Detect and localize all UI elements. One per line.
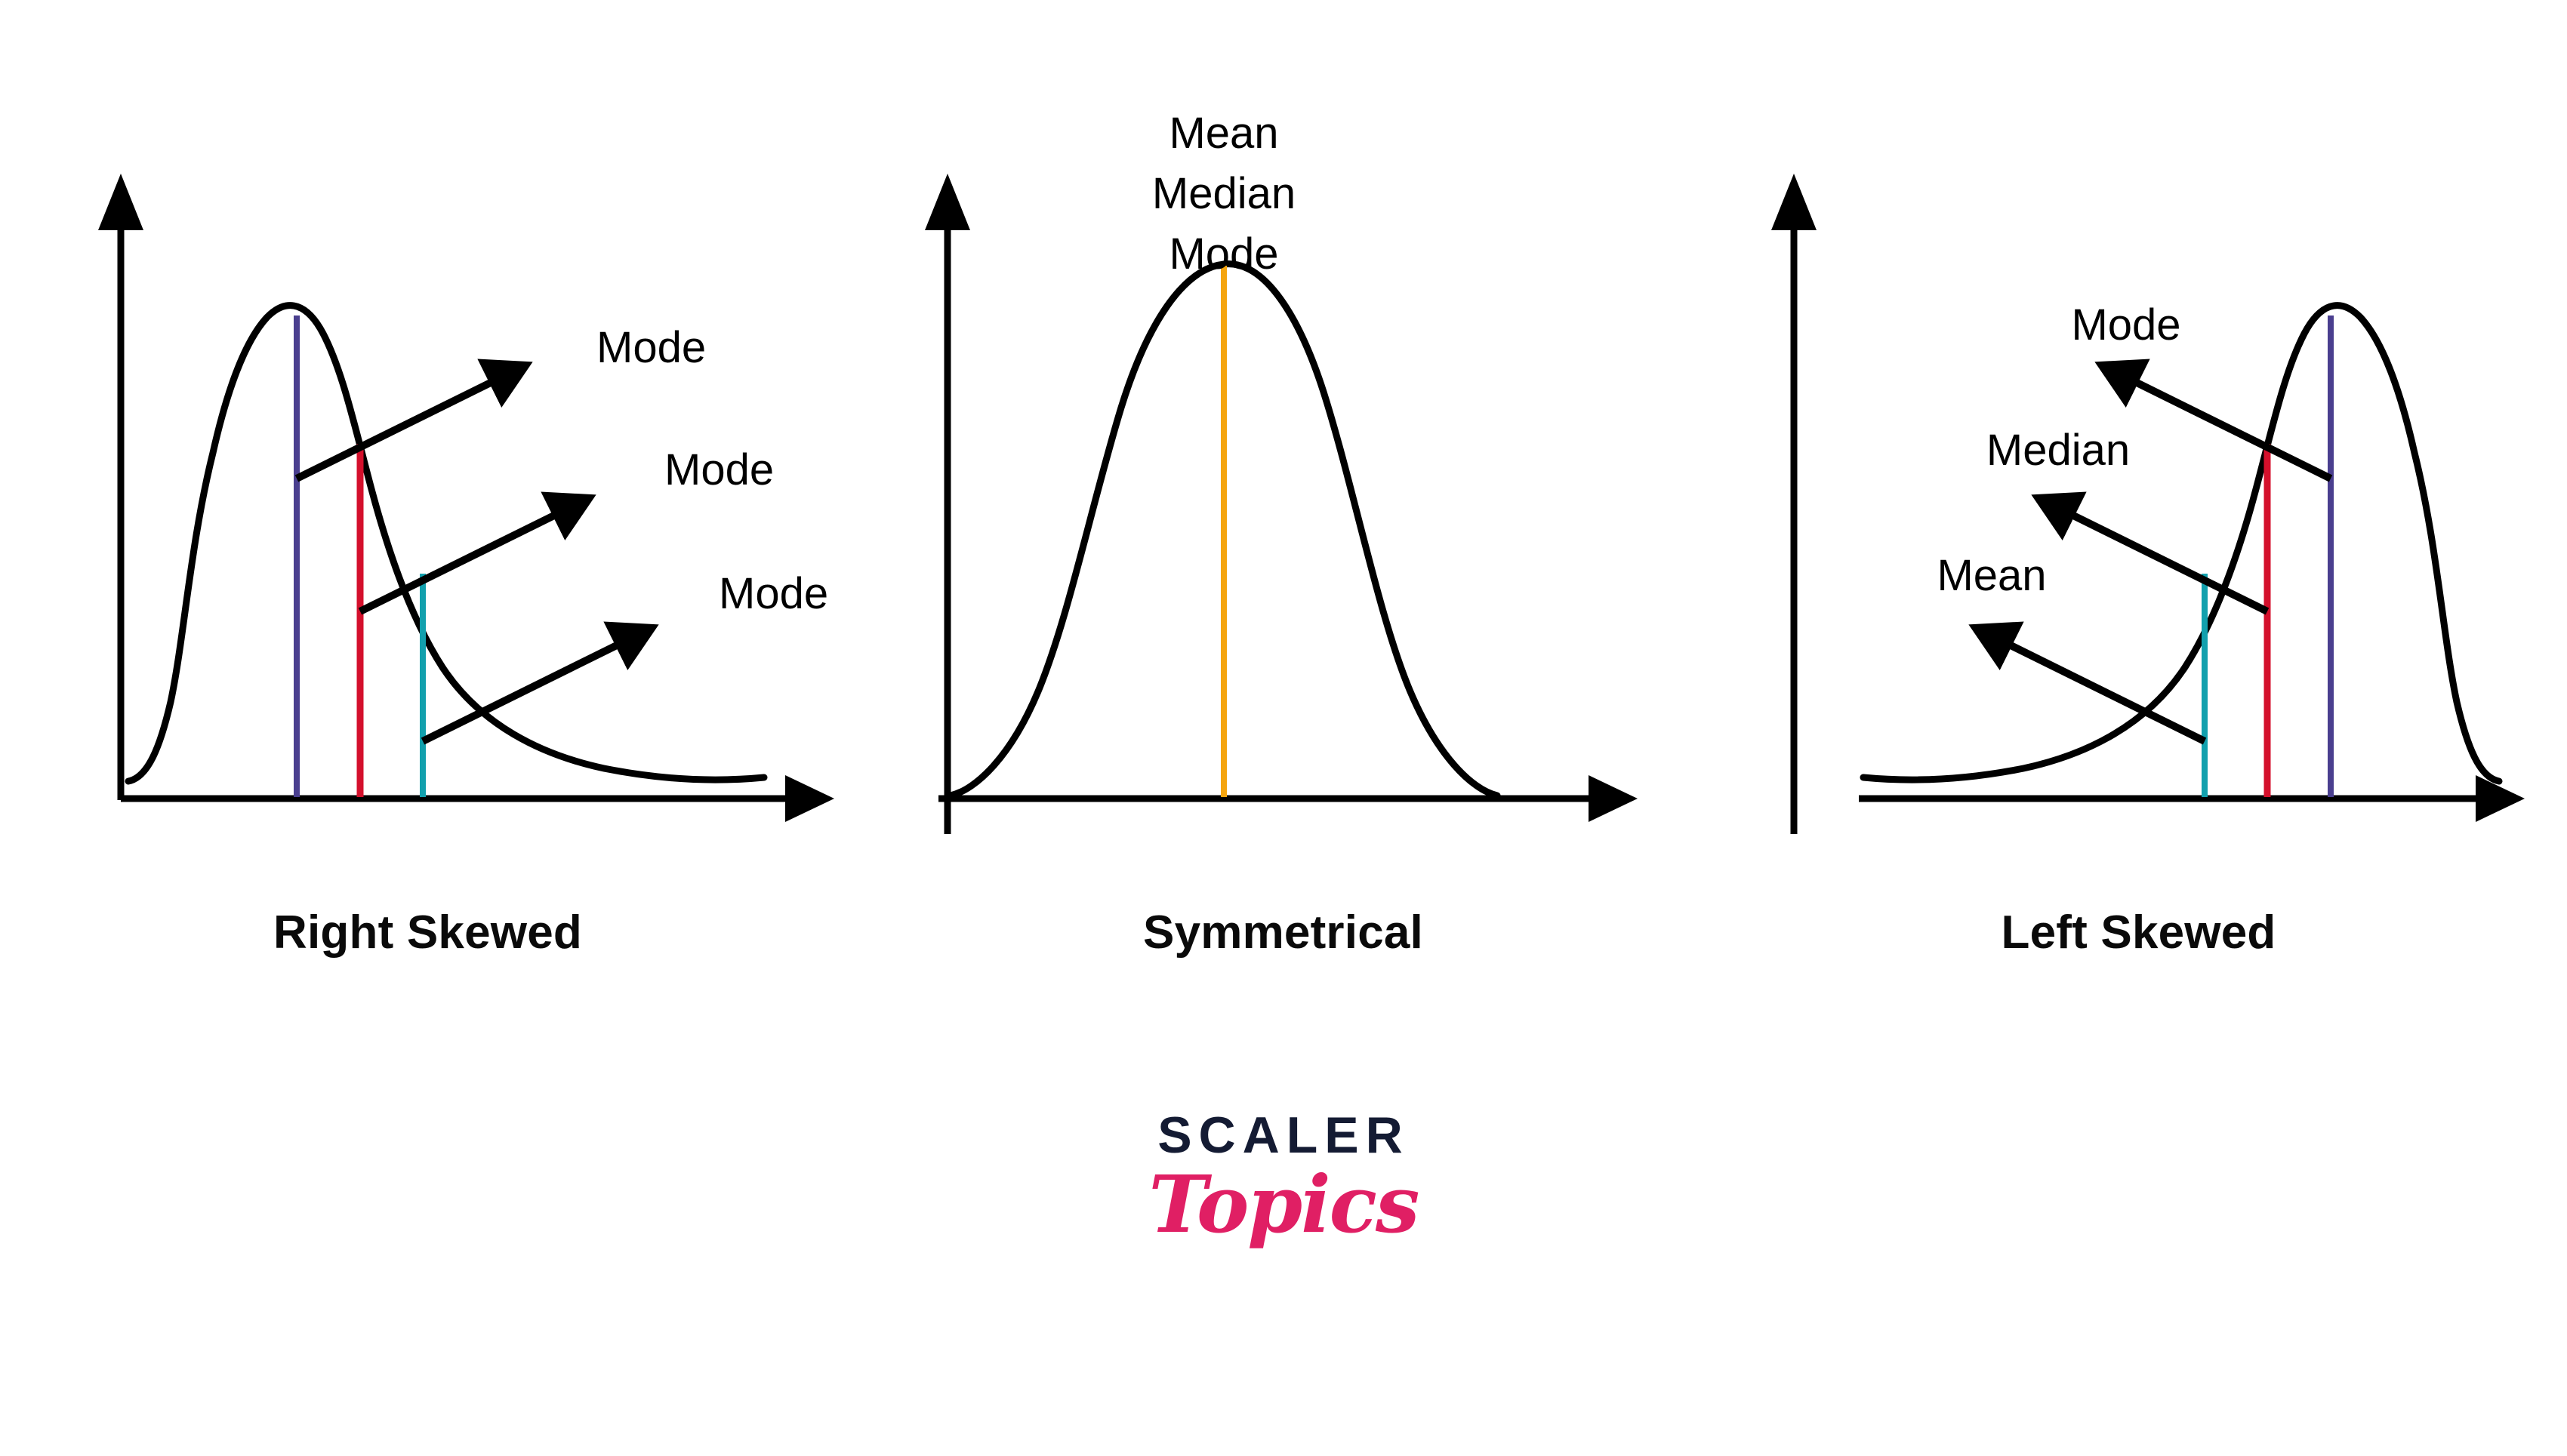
callout-arrow-mean [1968,621,2207,745]
callout-arrow-1 [294,359,533,482]
y-axis-arrowhead [925,174,970,230]
logo-wordmark-scaler: SCALER [1157,1107,1410,1164]
panels-row: Mode Mode Mode Right Skewed [0,0,2566,1027]
logo-wordmark-topics: Topics [1148,1158,1420,1251]
callout-label-mode: Mode [1169,229,1278,279]
callout-arrow-3 [421,621,659,745]
callout-label-median: Median [1986,426,2130,475]
x-axis [1859,775,2525,822]
distribution-curve [947,260,1501,799]
y-axis [1771,174,1817,834]
x-axis-arrowhead [785,775,834,822]
distribution-curve [125,302,768,785]
callout-label-median: Median [1152,169,1296,218]
callout-arrow-median [2031,491,2270,615]
y-axis-arrowhead [1771,174,1817,230]
right-skewed-chart: Mode Mode Mode [98,174,834,822]
x-axis [121,775,834,822]
callout-arrow-mode [2094,359,2333,482]
callout-label-mode: Mode [2071,300,2180,349]
callout-label-mode-2: Mode [664,445,774,494]
caption-symmetrical: Symmetrical [1143,907,1423,959]
scaler-topics-logo: SCALER Topics [0,1110,2567,1244]
caption-right-skewed: Right Skewed [273,907,582,959]
callout-label-mean: Mean [1937,551,2046,600]
symmetrical-chart: Mean Median Mode [925,109,1638,834]
callout-label-mode-1: Mode [596,323,706,372]
callout-label-mean: Mean [1169,109,1278,158]
x-axis-arrowhead [2476,775,2525,822]
x-axis [938,775,1638,822]
panel-right-skewed: Mode Mode Mode Right Skewed [0,0,855,1027]
distribution-curve [1860,302,2503,785]
panel-left-skewed: Mode Median Mean Left Skewed [1711,0,2566,1027]
callout-label-mode-3: Mode [719,569,828,618]
callout-arrow-2 [358,491,596,615]
y-axis [98,174,143,800]
x-axis-arrowhead [1589,775,1638,822]
panel-symmetrical: Mean Median Mode Symmetrical [855,0,1711,1027]
y-axis [925,174,970,834]
left-skewed-chart: Mode Median Mean [1771,174,2525,834]
y-axis-arrowhead [98,174,143,230]
caption-left-skewed: Left Skewed [2001,907,2276,959]
